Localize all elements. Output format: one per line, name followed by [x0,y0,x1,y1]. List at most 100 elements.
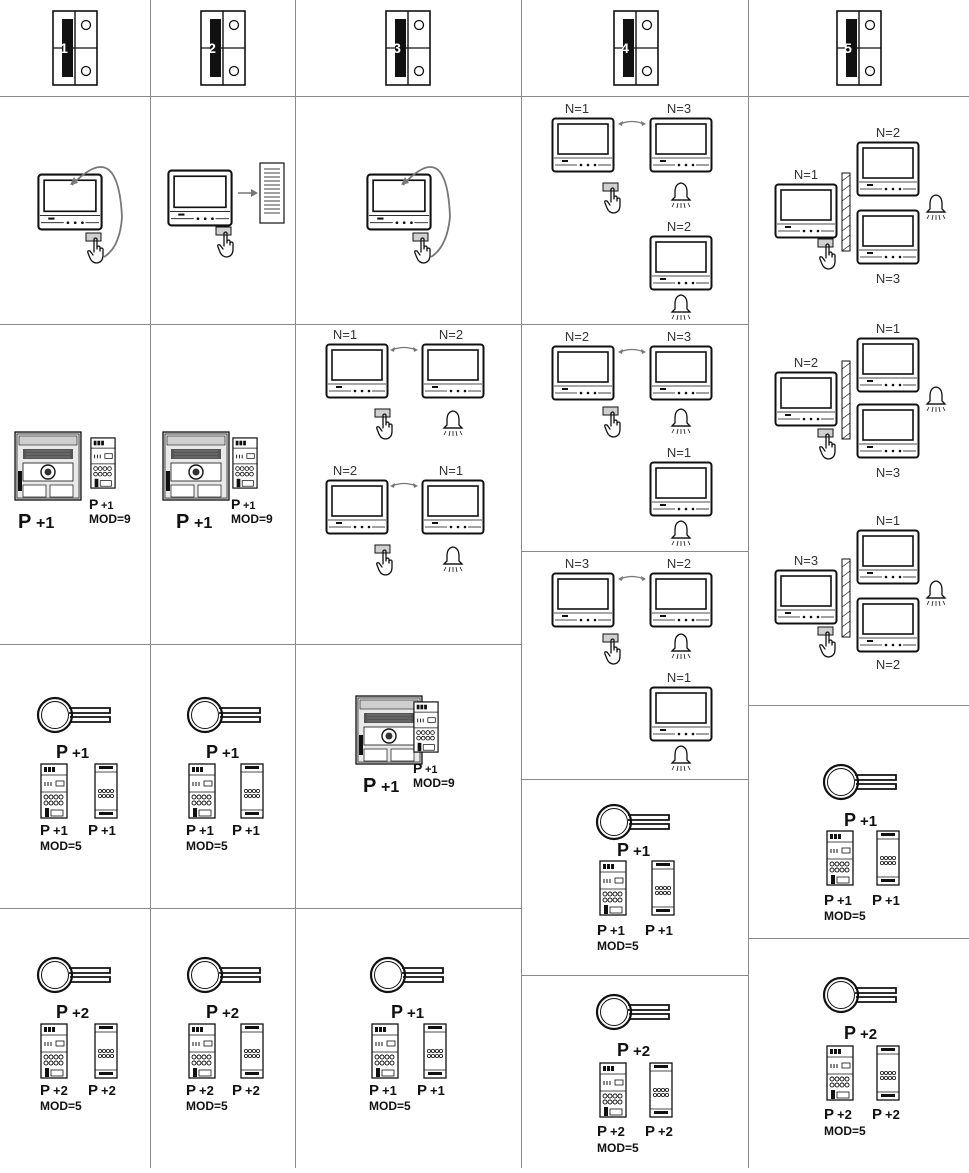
module-p-value: +1 [53,823,68,838]
bell-icon [444,411,462,436]
header-cell-2: 2 [150,0,295,96]
monitor-icon [367,175,430,230]
key-icon [824,978,896,1012]
press-hand-icon [818,429,835,459]
monitor-number-label: N=2 [876,657,900,672]
module-p-value: +2 [101,1083,116,1098]
module-p-value: +1 [243,500,256,512]
module-icon [241,764,263,818]
column-number: 1 [60,40,68,56]
p-prefix: P [369,1082,379,1099]
p-prefix: P [844,1023,856,1043]
monitor-icon [858,405,919,458]
key-icon [38,698,110,732]
module-icon [372,1024,398,1078]
p-prefix: P [417,1082,427,1099]
p-prefix: P [645,1123,655,1140]
col4-block-1: N=1 N=3 N=2 [521,97,748,324]
monitor-number-label: N=2 [667,556,691,571]
module-p-value: +1 [837,893,852,908]
col4-key-config-p2: P +2 P +2 P +2 MOD=5 [521,976,748,1168]
monitor-number-label: N=2 [333,463,357,478]
p-prefix: P [413,760,422,776]
wall-icon [842,559,850,637]
bell-icon [927,195,945,220]
monitor-number-label: N=3 [667,101,691,116]
col1-key-config-p1: P +1 P +1 P +1 MOD=5 [0,645,150,908]
col2-handset-config: P +1 P +1 MOD=9 [150,325,295,644]
module-icon [424,1024,446,1078]
module-p-value: +1 [382,1083,397,1098]
monitor-icon [553,119,614,172]
p-prefix: P [232,822,242,839]
col1-key-config-p2: P +2 P +2 P +2 MOD=5 [0,909,150,1168]
press-hand-icon [603,634,620,664]
key-icon [371,958,443,992]
header-cell-1: 1 [0,0,150,96]
monitor-number-label: N=3 [794,553,818,568]
key-p-value: +1 [860,813,877,830]
monitor-icon [327,481,388,534]
key-p-value: +2 [633,1043,650,1060]
module-icon [241,1024,263,1078]
col4-block-3: N=3 N=2 N=1 [521,552,748,779]
header-cell-4: 4 [521,0,748,96]
key-icon [38,958,110,992]
p-prefix: P [232,1082,242,1099]
p-prefix: P [206,1002,218,1022]
monitor-number-label: N=2 [667,219,691,234]
press-hand-icon [818,627,835,657]
col3-intercom-pairs: N=1 N=2 N=2 N=1 [295,325,521,644]
bell-icon [927,387,945,412]
p-prefix: P [872,892,882,909]
col4-key-config-p1: P +1 P +1 P +1 MOD=5 [521,780,748,975]
monitor-number-label: N=1 [667,445,691,460]
p-prefix: P [206,742,218,762]
monitor-icon [651,119,712,172]
module-icon [600,861,626,915]
mod-label: MOD=5 [369,1099,411,1113]
p-prefix: P [872,1106,882,1123]
monitor-pair-1: N=1 N=2 [327,327,484,439]
p-prefix: P [391,1002,403,1022]
p-prefix: P [88,1082,98,1099]
monitor-icon [423,345,484,398]
p-prefix: P [89,496,98,512]
module-p-value: +2 [53,1083,68,1098]
monitor-icon [168,171,231,226]
monitor-number-label: N=3 [565,556,589,571]
module-icon [41,764,67,818]
module-icon [95,764,117,818]
mod-label: MOD=9 [413,776,455,790]
bell-icon [672,409,690,434]
p-prefix: P [844,810,856,830]
p-prefix: P [56,1002,68,1022]
monitor-icon [651,574,712,627]
module-p-value: +2 [658,1124,673,1139]
column-number: 5 [844,40,852,56]
handset-p-value: +1 [36,515,54,532]
col3-handset-config: P +1 P +1 MOD=9 [295,645,521,908]
col1-handset-config: P +1 P +1 MOD=9 [0,325,150,644]
module-p-value: +2 [885,1107,900,1122]
module-icon [652,861,674,915]
module-icon [189,764,215,818]
module-icon [189,1024,215,1078]
column-number: 2 [208,40,216,56]
bell-icon [672,183,690,208]
key-icon [824,765,896,799]
p-prefix: P [617,840,629,860]
arrow-icon [251,189,258,197]
monitor-number-label: N=1 [333,327,357,342]
handset-p-value: +1 [381,779,399,796]
monitor-icon [651,237,712,290]
wall-icon [842,361,850,439]
key-p-value: +1 [222,745,239,762]
module-p-value: +2 [245,1083,260,1098]
press-hand-icon [86,233,103,263]
p-prefix: P [617,1040,629,1060]
module-p-value: +1 [425,764,438,776]
monitor-icon [553,347,614,400]
p-prefix: P [56,742,68,762]
mod-label: MOD=5 [186,1099,228,1113]
